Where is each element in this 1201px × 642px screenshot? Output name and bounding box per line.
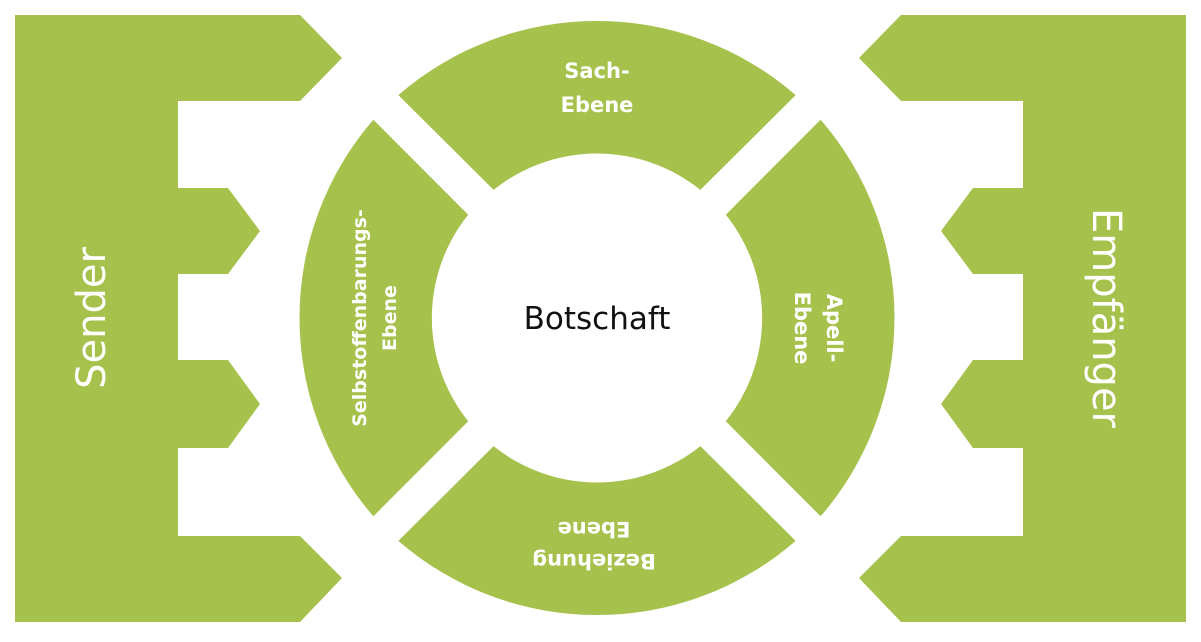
appell-label-line2: Ebene [790,292,814,365]
selbstoffenbarungs-label-line1: Selbstoffenbarungs- [349,209,371,427]
receiver-block [859,15,1186,622]
sender-block [15,15,342,622]
segment-right-appell-ebene [725,119,895,517]
segment-bottom-beziehung-ebene [398,446,796,616]
segment-left-selbstoffenbarungs-ebene [299,119,469,517]
segment-top-sach-ebene [398,20,796,190]
sach-label-line1: Sach- [564,59,629,83]
message-label: Botschaft [524,301,671,337]
receiver-label: Empfänger [1083,208,1129,429]
beziehung-label-line1: Beziehung [532,549,656,573]
center-circle [437,158,757,478]
sender-label: Sender [69,247,115,389]
sach-label-line2: Ebene [561,93,634,117]
appell-label-line1: Apell- [822,294,846,363]
selbstoffenbarungs-label-line2: Ebene [379,285,401,351]
beziehung-label-line2: Ebene [558,517,631,541]
